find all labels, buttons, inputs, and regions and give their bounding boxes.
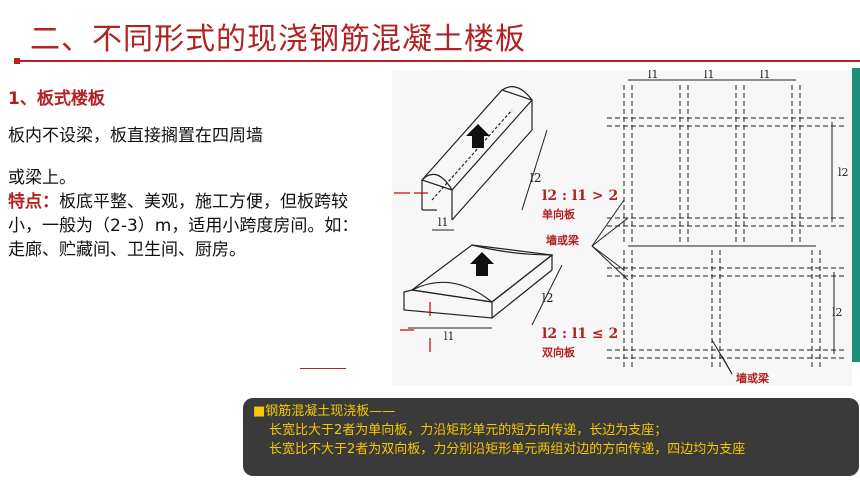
section-heading: 1、板式楼板 bbox=[8, 89, 105, 109]
plan-l1-2: l1 bbox=[704, 70, 715, 81]
load-arrow-icon bbox=[466, 124, 490, 148]
plan-l1-1: l1 bbox=[648, 70, 659, 81]
two-way-red-arrows bbox=[400, 302, 431, 352]
one-way-dimension bbox=[432, 129, 548, 231]
two-way-dimension bbox=[408, 264, 563, 329]
l2-label-bottom: l2 bbox=[542, 291, 553, 305]
plan-l2-bottom: l2 bbox=[832, 306, 843, 319]
title-divider bbox=[14, 60, 860, 62]
l1-label-bottom: l1 bbox=[444, 330, 455, 343]
note-line-1: 长宽比大于2者为单向板，力沿矩形单元的短方向传递，长边为支座； bbox=[269, 423, 668, 438]
decorative-underline bbox=[300, 368, 346, 369]
wall-or-beam-label-2: 墙或梁 bbox=[736, 371, 770, 385]
note-box: ■钢筋混凝土现浇板—— 长宽比大于2者为单向板，力沿矩形单元的短方向传递，长边为… bbox=[243, 398, 859, 476]
two-way-slab-sketch bbox=[403, 244, 554, 319]
feature-paragraph: 特点：板底平整、美观，施工方便，但板跨较小，一般为（2-3）m，适用小跨度房间。… bbox=[8, 190, 368, 262]
two-way-label: 双向板 bbox=[542, 345, 576, 359]
leader-lines bbox=[591, 199, 733, 375]
feature-label: 特点： bbox=[8, 192, 59, 212]
two-way-plan-grid bbox=[607, 245, 847, 370]
wall-or-beam-label-1: 墙或梁 bbox=[546, 233, 580, 247]
plan-l1-3: l1 bbox=[760, 70, 771, 81]
side-accent-bar bbox=[852, 68, 860, 362]
note-line-2: 长宽比不大于2者为双向板，力分别沿矩形单元两组对边的方向传递，四边均为支座 bbox=[269, 442, 746, 457]
slab-diagram-svg: l2 l1 l2 : l1 > 2 单向板 墙或梁 l2 l1 l2 : l1 … bbox=[394, 68, 849, 385]
body-text: 板内不设梁，板直接搁置在四周墙 或梁上。 特点：板底平整、美观，施工方便，但板跨… bbox=[8, 124, 368, 262]
l2-label-top: l2 bbox=[530, 171, 541, 185]
one-way-ratio: l2 : l1 > 2 bbox=[542, 188, 618, 204]
load-arrow-icon-2 bbox=[470, 252, 494, 276]
one-way-slab-sketch bbox=[420, 86, 534, 221]
body-line-2: 或梁上。 bbox=[8, 168, 76, 188]
note-title: ■钢筋混凝土现浇板—— bbox=[253, 404, 396, 419]
title-accent-mark bbox=[14, 58, 20, 64]
two-way-ratio: l2 : l1 ≤ 2 bbox=[542, 326, 618, 342]
page-title: 二、不同形式的现浇钢筋混凝土楼板 bbox=[30, 22, 526, 57]
one-way-label: 单向板 bbox=[542, 207, 576, 221]
feature-text: 板底平整、美观，施工方便，但板跨较小，一般为（2-3）m，适用小跨度房间。如：走… bbox=[8, 192, 359, 260]
slab-diagram: l2 l1 l2 : l1 > 2 单向板 墙或梁 l2 l1 l2 : l1 … bbox=[392, 68, 852, 386]
l1-label-top: l1 bbox=[438, 216, 449, 229]
plan-l2: l2 bbox=[838, 166, 849, 179]
one-way-plan-grid bbox=[607, 79, 847, 242]
body-line-1: 板内不设梁，板直接搁置在四周墙 bbox=[8, 126, 263, 146]
